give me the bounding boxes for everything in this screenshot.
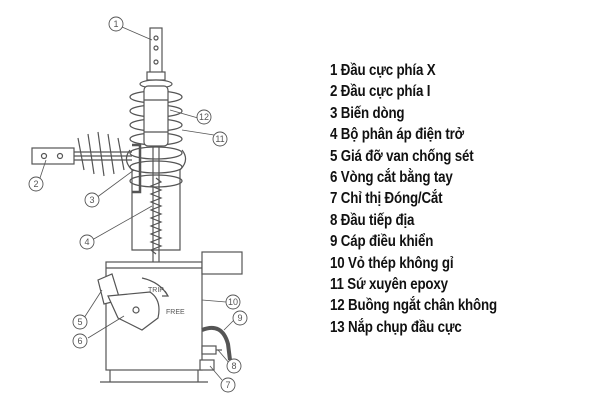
legend: 1 Đầu cực phía X 2 Đầu cực phía I 3 Biến…: [330, 60, 595, 338]
open-close-indicator: [199, 359, 215, 371]
recloser-diagram: TRIP FREE: [28, 16, 248, 393]
legend-item: 2 Đầu cực phía I: [330, 83, 431, 101]
ground-terminal: [201, 345, 222, 355]
legend-item: 8 Đầu tiếp địa: [330, 211, 415, 229]
callout-7: 7: [225, 380, 230, 390]
callout-4: 4: [84, 237, 89, 247]
legend-item: 12 Buồng ngắt chân không: [330, 297, 497, 315]
callout-5: 5: [77, 317, 82, 327]
callout-10: 10: [228, 297, 238, 307]
callout-3: 3: [89, 195, 94, 205]
control-cable: [201, 325, 232, 361]
current-transformer: [132, 143, 142, 194]
trip-label: TRIP: [148, 287, 164, 294]
callout-2: 2: [33, 179, 38, 189]
legend-item: 13 Nắp chụp đầu cực: [330, 318, 462, 336]
callout-1: 1: [113, 19, 118, 29]
callout-8: 8: [231, 361, 236, 371]
legend-item: 11 Sứ xuyên epoxy: [330, 275, 448, 293]
legend-item: 6 Vòng cắt bằng tay: [330, 168, 453, 186]
legend-item: 9 Cáp điều khiển: [330, 233, 434, 251]
legend-item: 5 Giá đỡ van chống sét: [330, 147, 474, 165]
side-bushing: [31, 131, 132, 177]
legend-item: 3 Biến dòng: [330, 104, 405, 122]
resistive-divider: [149, 177, 163, 255]
legend-item: 4 Bộ phân áp điện trở: [330, 126, 464, 144]
legend-item: 7 Chỉ thị Đóng/Cắt: [330, 190, 443, 208]
callout-6: 6: [77, 336, 82, 346]
free-label: FREE: [166, 309, 185, 316]
callout-11: 11: [215, 134, 224, 144]
legend-item: 1 Đầu cực phía X: [330, 62, 436, 79]
legend-item: 10 Vỏ thép không gỉ: [330, 254, 454, 272]
callout-12: 12: [199, 112, 209, 122]
top-terminal: [149, 27, 163, 77]
vacuum-interrupter: [143, 85, 169, 147]
callout-markers: [28, 16, 248, 393]
callout-9: 9: [237, 313, 242, 323]
